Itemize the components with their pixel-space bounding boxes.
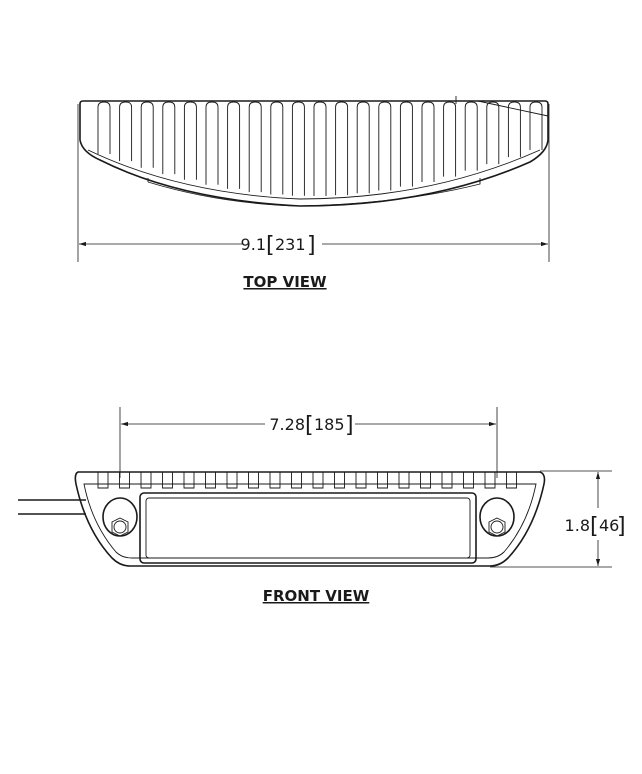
front-view-width-bracket-close: ] bbox=[345, 413, 354, 438]
front-view-width-value: 7.28 bbox=[269, 415, 305, 434]
top-view-fin bbox=[464, 101, 478, 171]
front-view-height-bracket-close: ] bbox=[617, 514, 626, 539]
front-view-fin-slot bbox=[205, 472, 216, 489]
top-view-fin bbox=[529, 101, 543, 151]
front-view-fin-slot bbox=[140, 472, 152, 489]
top-view-fin bbox=[378, 101, 392, 191]
top-view-fin bbox=[140, 101, 154, 168]
top-view-fin bbox=[486, 101, 500, 165]
top-view-fin bbox=[183, 101, 197, 180]
top-view-fin bbox=[507, 101, 521, 158]
top-view-fin bbox=[119, 101, 133, 162]
front-view-fin-slot bbox=[226, 472, 238, 489]
front-view-lens-outer bbox=[139, 492, 477, 564]
top-view-fin bbox=[313, 101, 327, 196]
top-view-width-metric: 231 bbox=[275, 235, 306, 254]
top-view-leader-line bbox=[477, 100, 549, 117]
front-view-fin-slot bbox=[463, 472, 474, 489]
front-view-fin-slot bbox=[248, 472, 259, 489]
front-view-fins bbox=[97, 472, 517, 489]
front-view-width-metric: 185 bbox=[314, 415, 345, 434]
top-view-fin bbox=[399, 101, 413, 187]
top-view-fin bbox=[335, 101, 349, 196]
top-view-fin bbox=[356, 101, 370, 194]
front-view-fin-slot bbox=[119, 472, 130, 489]
front-view-fin-slot bbox=[291, 472, 302, 489]
top-view: 9.1 [ 231 ] TOP VIEW bbox=[77, 96, 550, 291]
front-view-fin-slot bbox=[355, 472, 367, 489]
front-view-width-bracket-open: [ bbox=[305, 413, 314, 438]
front-view-fin-slot bbox=[506, 472, 517, 489]
top-view-fin bbox=[205, 101, 219, 185]
top-view-fin bbox=[162, 101, 176, 175]
front-view-height-bracket-open: [ bbox=[590, 514, 599, 539]
top-view-width-value: 9.1 bbox=[241, 235, 266, 254]
top-view-label: TOP VIEW bbox=[243, 273, 327, 291]
top-view-fin bbox=[270, 101, 284, 195]
front-view: 7.28 [ 185 ] 1.8 [ 46 ] FRONT VIEW bbox=[18, 407, 626, 605]
top-view-fin bbox=[227, 101, 241, 189]
front-view-label: FRONT VIEW bbox=[263, 587, 370, 605]
top-view-body-outline bbox=[79, 100, 549, 207]
top-view-fin bbox=[248, 101, 262, 193]
front-view-fin-slot bbox=[398, 472, 410, 489]
top-view-bracket-open: [ bbox=[266, 233, 275, 258]
front-view-fin-slot bbox=[377, 472, 388, 489]
top-view-fin bbox=[421, 101, 435, 183]
front-view-fin-slot bbox=[441, 472, 453, 489]
top-view-bracket-close: ] bbox=[307, 233, 316, 258]
front-view-cables bbox=[18, 499, 86, 515]
top-view-inner-curve bbox=[87, 149, 541, 200]
front-view-housing-inner bbox=[83, 483, 537, 559]
front-view-height-metric: 46 bbox=[599, 516, 619, 535]
front-view-fin-slot bbox=[420, 472, 431, 489]
front-view-fin-slot bbox=[269, 472, 281, 489]
front-view-height-value: 1.8 bbox=[565, 516, 590, 535]
front-view-housing-outline bbox=[74, 471, 546, 567]
front-view-fin-slot bbox=[183, 472, 195, 489]
front-view-fin-slot bbox=[312, 472, 324, 489]
top-view-fin bbox=[443, 101, 457, 177]
top-view-base-rim bbox=[147, 178, 481, 207]
top-view-fins bbox=[97, 101, 543, 196]
front-view-fin-slot bbox=[334, 472, 345, 489]
front-view-mount-left bbox=[102, 497, 138, 537]
front-view-fin-slot bbox=[162, 472, 173, 489]
front-view-fin-slot bbox=[484, 472, 496, 489]
front-view-lens-inner bbox=[145, 497, 471, 559]
front-view-mount-right bbox=[479, 497, 515, 537]
top-view-fin bbox=[291, 101, 305, 196]
top-view-fin bbox=[97, 101, 111, 155]
front-view-fin-slot bbox=[97, 472, 109, 489]
